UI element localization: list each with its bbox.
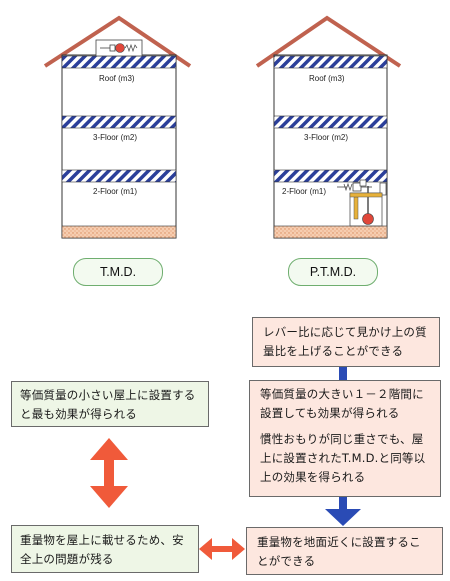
tmd-label: T.M.D. bbox=[73, 258, 163, 286]
ptmd-floor3-slab bbox=[273, 115, 388, 129]
red-vertical-arrow-shaft bbox=[104, 456, 114, 490]
lever-ratio-text: レバー比に応じて見かけ上の質量比を上げることができる bbox=[263, 325, 427, 358]
ptmd-roof bbox=[255, 15, 402, 68]
red-vertical-arrow-down-head bbox=[90, 486, 128, 508]
ptmd-label: P.T.M.D. bbox=[288, 258, 378, 286]
tmd-problem-text: 重量物を屋上に載せるため、安全上の問題が残る bbox=[20, 533, 184, 566]
ptmd-roof-slab bbox=[273, 55, 388, 69]
blue-arrow-shaft bbox=[339, 497, 347, 511]
tmd-floor3-label: 3-Floor (m2) bbox=[93, 133, 138, 142]
red-horizontal-arrow-shaft bbox=[210, 546, 234, 552]
lever-ratio-box: レバー比に応じて見かけ上の質量比を上げることができる bbox=[252, 317, 440, 367]
ptmd-benefit-text: 重量物を地面近くに設置することができる bbox=[257, 535, 421, 568]
tmd-roof bbox=[43, 15, 192, 68]
ptmd-effect-text-1: 等価質量の大きい１－２階間に設置しても効果が得られる bbox=[260, 387, 424, 420]
ptmd-foundation bbox=[273, 225, 388, 239]
ptmd-floor2-slab bbox=[273, 169, 388, 183]
blue-arrow-head bbox=[325, 509, 361, 526]
red-horizontal-arrow-right-head bbox=[232, 538, 245, 560]
tmd-effect-box: 等価質量の小さい屋上に設置すると最も効果が得られる bbox=[11, 381, 209, 427]
tmd-floor3-slab bbox=[61, 115, 177, 129]
ptmd-benefit-box: 重量物を地面近くに設置することができる bbox=[246, 527, 443, 575]
blue-connector-top bbox=[339, 367, 347, 380]
ptmd-lever-device bbox=[337, 179, 387, 227]
ptmd-building bbox=[255, 15, 402, 239]
ptmd-roof-label: Roof (m3) bbox=[309, 74, 345, 83]
tmd-roof-slab bbox=[61, 55, 177, 69]
ptmd-effect-text-2: 慣性おもりが同じ重さでも、屋上に設置されたT.M.D.と同等以上の効果を得られる bbox=[260, 432, 426, 484]
tmd-problem-box: 重量物を屋上に載せるため、安全上の問題が残る bbox=[11, 525, 199, 573]
tmd-floor2-slab bbox=[61, 169, 177, 183]
ptmd-floor3-label: 3-Floor (m2) bbox=[304, 133, 349, 142]
tmd-floor2-label: 2-Floor (m1) bbox=[93, 187, 138, 196]
red-horizontal-arrow-left-head bbox=[199, 538, 212, 560]
ptmd-floor2-label: 2-Floor (m1) bbox=[282, 187, 327, 196]
ptmd-effect-box: 等価質量の大きい１－２階間に設置しても効果が得られる 慣性おもりが同じ重さでも、… bbox=[249, 380, 441, 497]
tmd-damper-device bbox=[95, 39, 143, 57]
tmd-building bbox=[43, 15, 192, 239]
tmd-roof-label: Roof (m3) bbox=[99, 74, 135, 83]
tmd-effect-text: 等価質量の小さい屋上に設置すると最も効果が得られる bbox=[20, 388, 196, 421]
tmd-foundation bbox=[61, 225, 177, 239]
red-vertical-arrow-up-head bbox=[90, 438, 128, 460]
connectors bbox=[90, 367, 361, 560]
